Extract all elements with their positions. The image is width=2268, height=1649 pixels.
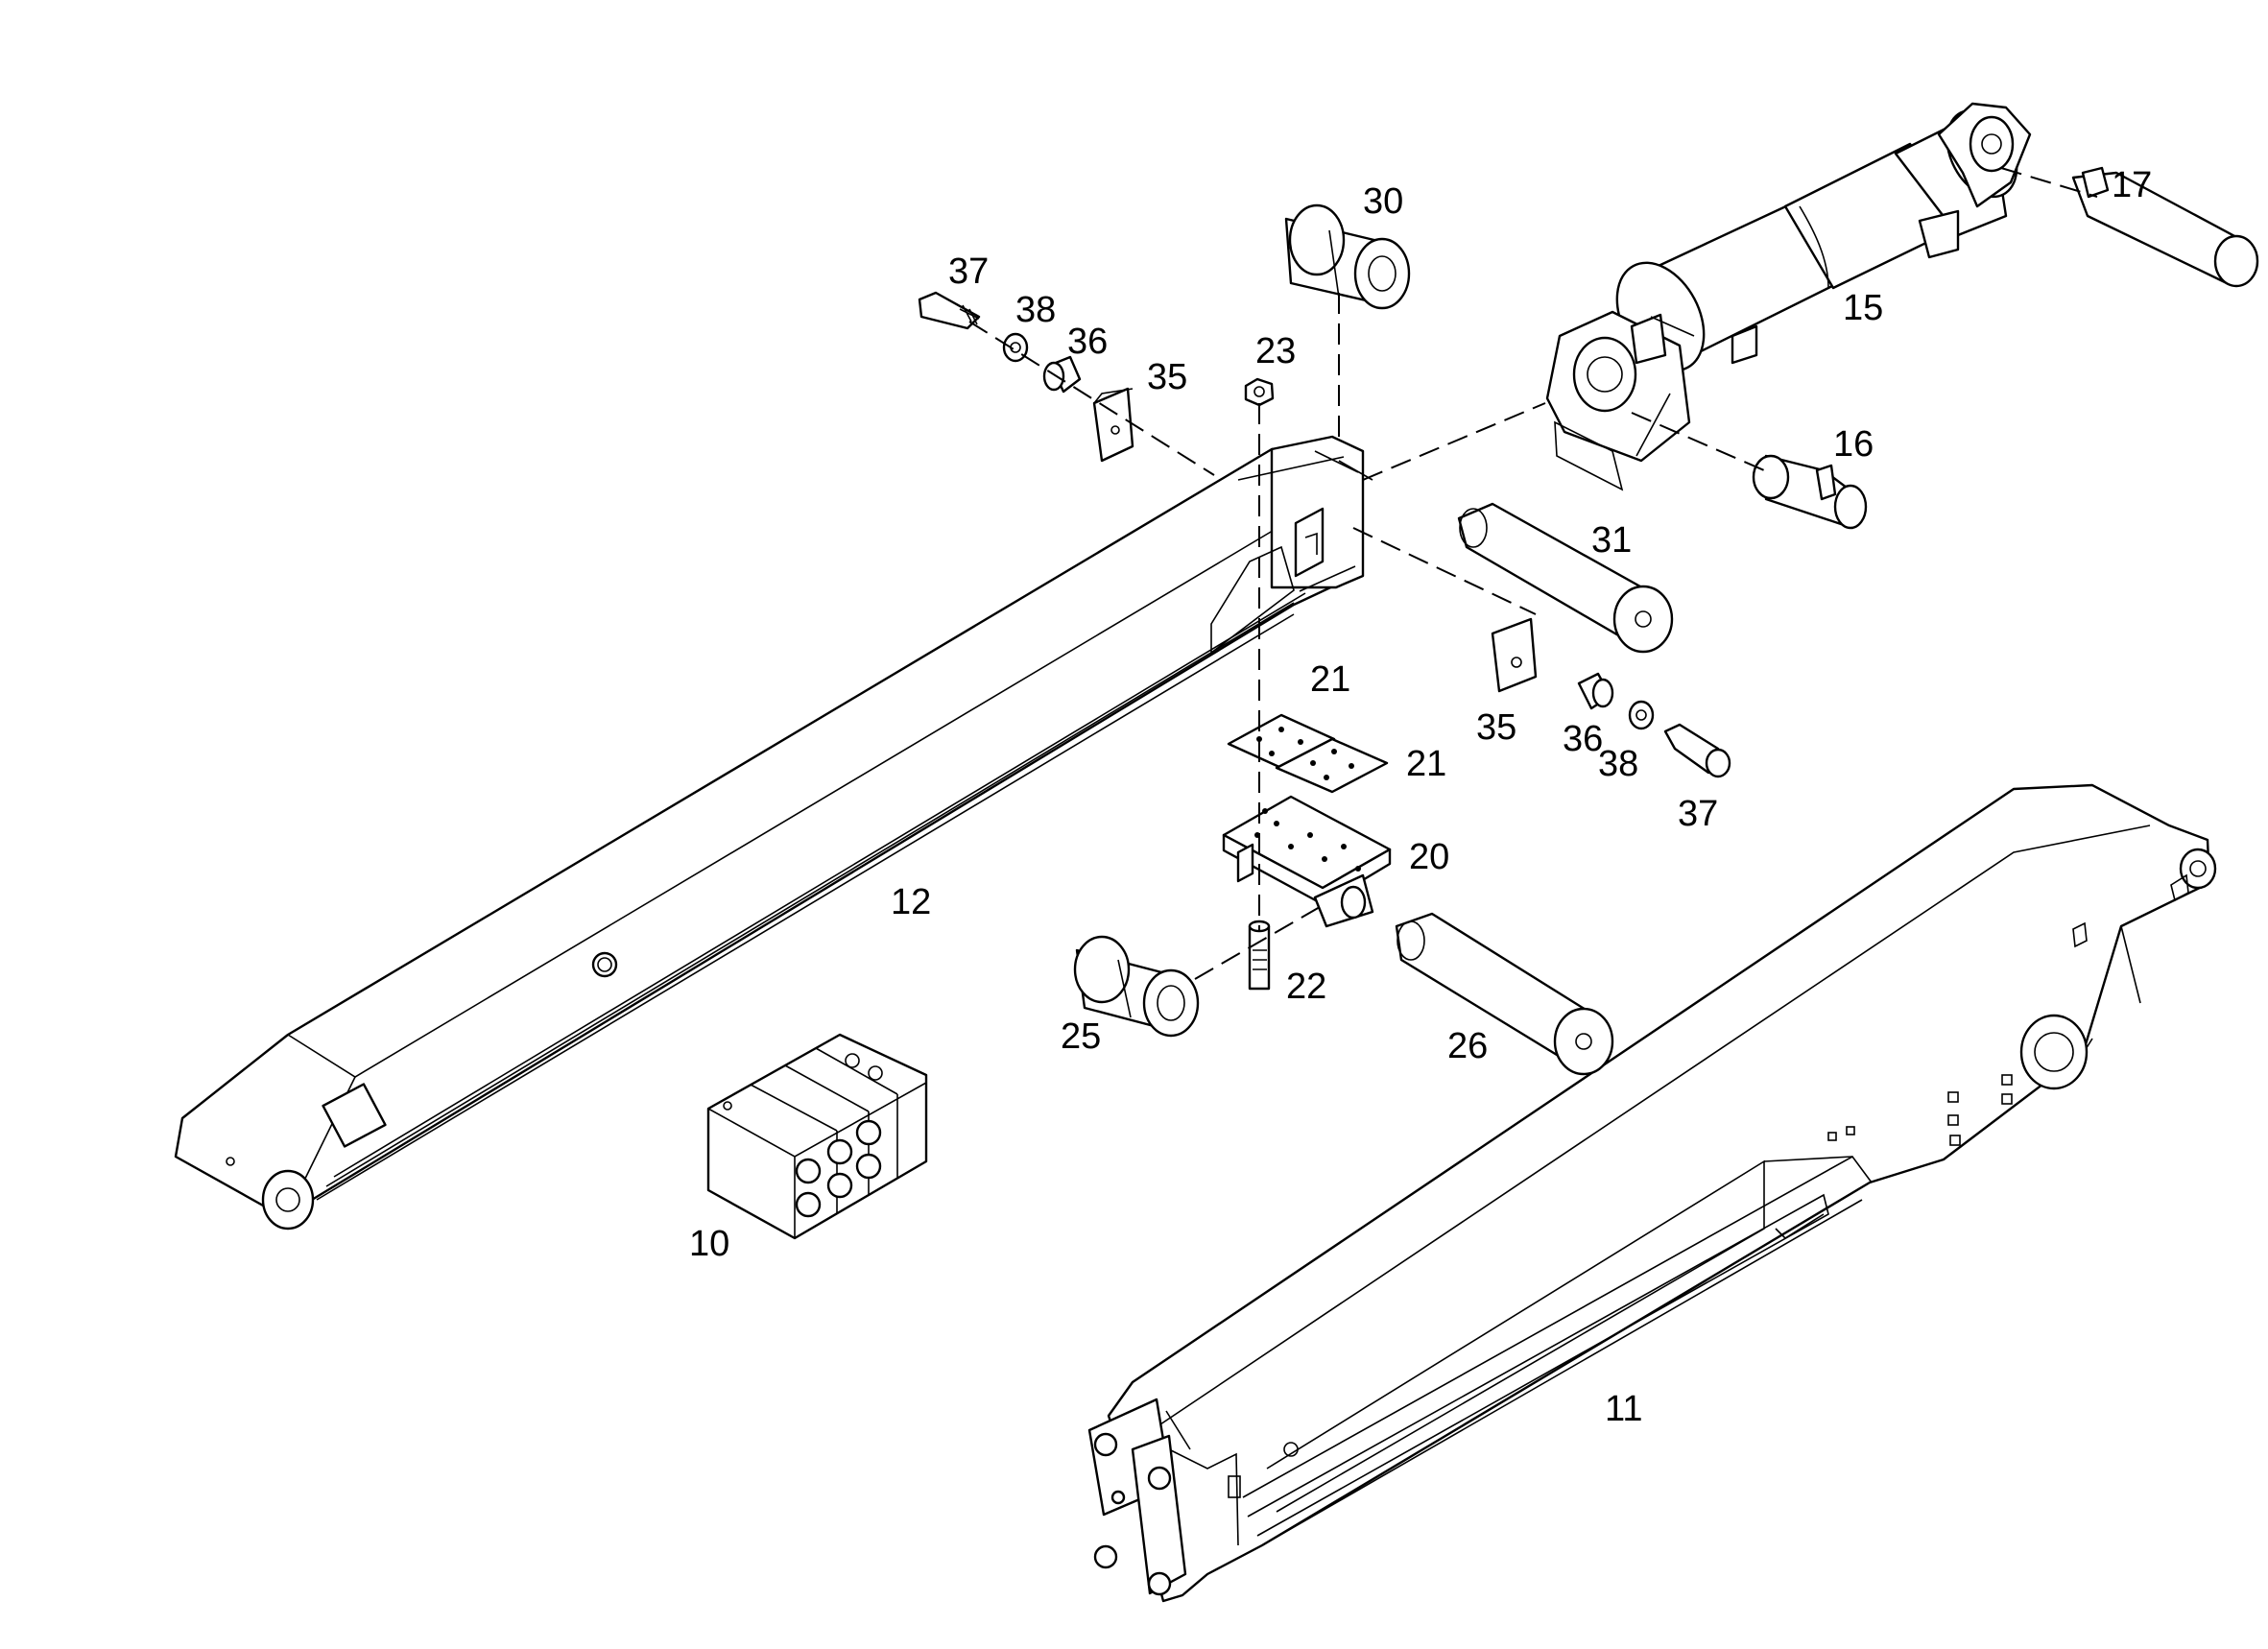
- part-12-boom-arm: [174, 435, 1373, 1231]
- part-31-pin: [1457, 502, 1674, 654]
- callout-37-left: 37: [948, 251, 989, 292]
- callout-25: 25: [1061, 1016, 1101, 1057]
- part-38-washer-left: [1002, 332, 1029, 363]
- callout-35-left: 35: [1147, 357, 1187, 397]
- part-38-washer-right: [1628, 700, 1655, 730]
- part-17-pin: [2071, 166, 2259, 288]
- callout-37-right: 37: [1678, 794, 1718, 834]
- callout-20: 20: [1409, 837, 1449, 877]
- part-36-bushing-left: [1042, 355, 1082, 394]
- part-26-pin: [1395, 912, 1614, 1076]
- callout-36-left: 36: [1067, 322, 1108, 362]
- callout-22: 22: [1286, 967, 1326, 1007]
- part-35-block-right: [1491, 617, 1538, 693]
- callout-10: 10: [689, 1224, 729, 1264]
- part-37-bolt-left: [918, 291, 981, 330]
- callout-11: 11: [1605, 1389, 1642, 1429]
- callout-21-upper: 21: [1310, 659, 1350, 700]
- callout-23: 23: [1255, 331, 1296, 371]
- part-37-bolt-right: [1663, 723, 1731, 778]
- callout-15: 15: [1843, 288, 1883, 328]
- callout-36-right: 36: [1563, 719, 1603, 759]
- part-30-bushing: [1284, 203, 1411, 310]
- part-15-hydraulic-cylinder: [1545, 102, 2032, 491]
- callout-30: 30: [1363, 181, 1403, 222]
- part-20-slide-bracket: [1222, 795, 1392, 928]
- part-16-pin: [1752, 454, 1868, 530]
- part-35-block-left: [1092, 387, 1134, 463]
- part-21-slide-pad-b: [1275, 737, 1389, 794]
- callout-17: 17: [2112, 165, 2152, 205]
- callout-21-lower: 21: [1406, 744, 1446, 784]
- callout-26: 26: [1447, 1026, 1488, 1066]
- callouts: 10 11 12 15 16 17 20 21 21 22 23 25 26 3…: [689, 165, 2152, 1429]
- part-10-valve-block: [706, 1033, 928, 1240]
- part-11-main-boom: [1087, 783, 2217, 1603]
- flange-bolt-icon: [1093, 1432, 1172, 1596]
- part-25-bushing: [1073, 935, 1200, 1038]
- callout-31: 31: [1591, 520, 1632, 561]
- callout-38-right: 38: [1598, 744, 1638, 784]
- callout-16: 16: [1833, 424, 1874, 465]
- assembly-lines: [968, 167, 2098, 980]
- part-22-screw: [1248, 920, 1271, 991]
- callout-38-left: 38: [1015, 290, 1056, 330]
- valve-port-icon: [723, 1053, 883, 1218]
- callout-12: 12: [891, 882, 931, 922]
- part-23-nut: [1244, 377, 1275, 407]
- part-36-bushing-right: [1577, 672, 1614, 710]
- callout-35-right: 35: [1476, 707, 1516, 748]
- bolt-hole-icon: [1254, 808, 1361, 872]
